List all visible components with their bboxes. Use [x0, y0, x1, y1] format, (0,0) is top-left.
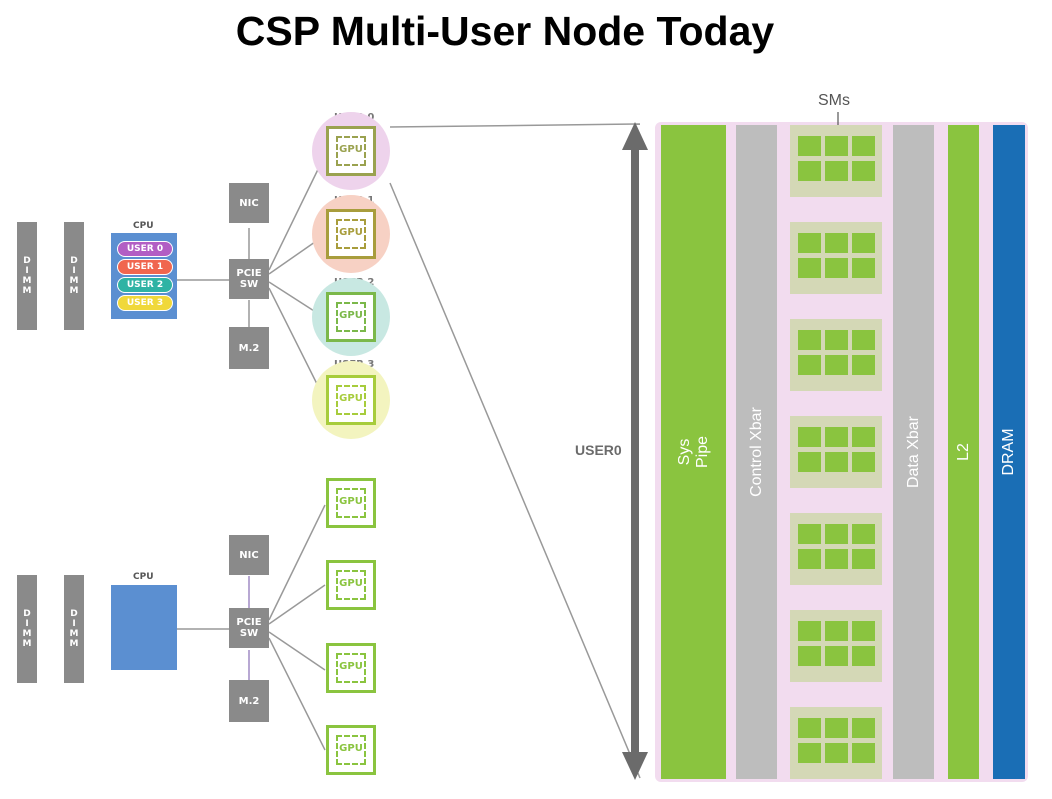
sm-cell [798, 549, 821, 569]
sm-group [790, 222, 882, 294]
sm-cell [825, 743, 848, 763]
sm-cell [798, 161, 821, 181]
sm-cell [852, 646, 875, 666]
dimm-slot: D I M M [64, 575, 84, 683]
gpu-chip: GPU [326, 292, 376, 342]
sm-cell [852, 355, 875, 375]
gpu-chip: GPU [326, 725, 376, 775]
sm-cell [825, 452, 848, 472]
sm-group [790, 707, 882, 779]
user0-label: USER0 [575, 442, 622, 458]
dram-label: DRAM [1000, 428, 1017, 476]
cpu-user-pill: USER 2 [117, 277, 173, 293]
sm-group [790, 416, 882, 488]
m2-box: M.2 [229, 680, 269, 722]
sm-cell [825, 549, 848, 569]
sm-cell [825, 524, 848, 544]
cpu-user-pill: USER 0 [117, 241, 173, 257]
sm-group [790, 513, 882, 585]
sm-cell [798, 646, 821, 666]
nic-box: NIC [229, 535, 269, 575]
sm-cell [798, 355, 821, 375]
sm-group [790, 319, 882, 391]
sm-cell [798, 621, 821, 641]
gpu-chip: GPU [326, 560, 376, 610]
sm-cell [852, 621, 875, 641]
sm-cell [798, 233, 821, 253]
sm-cell [852, 258, 875, 278]
sms-label: SMs [818, 92, 850, 109]
sm-cell [852, 233, 875, 253]
sm-cell [825, 258, 848, 278]
gpu-chip: GPU [326, 375, 376, 425]
data-xbar-label: Data Xbar [904, 415, 922, 489]
data-xbar-column: Data Xbar [893, 125, 934, 779]
sm-cell [798, 258, 821, 278]
sm-cell [825, 136, 848, 156]
sm-cell [852, 330, 875, 350]
sm-cell [825, 621, 848, 641]
control-xbar-column: Control Xbar [736, 125, 777, 779]
sm-cell [798, 427, 821, 447]
sys-pipe-column: Sys Pipe [661, 125, 726, 779]
sm-cell [852, 452, 875, 472]
l2-column: L2 [948, 125, 979, 779]
sm-cell [798, 136, 821, 156]
cpu-user-pill: USER 1 [117, 259, 173, 275]
sm-cell [852, 427, 875, 447]
cpu-label: CPU [133, 221, 154, 231]
sm-cell [825, 161, 848, 181]
sm-cell [798, 524, 821, 544]
sys-pipe-label: Sys Pipe [675, 435, 711, 469]
cpu-label: CPU [133, 572, 154, 582]
sm-cell [798, 452, 821, 472]
sm-cell [798, 330, 821, 350]
dram-column: DRAM [993, 125, 1025, 779]
cpu-user-pill: USER 3 [117, 295, 173, 311]
sm-cell [825, 427, 848, 447]
dimm-slot: D I M M [17, 222, 37, 330]
sm-group [790, 125, 882, 197]
sm-cell [825, 355, 848, 375]
cpu-box [111, 585, 177, 670]
sm-cell [798, 743, 821, 763]
dimm-slot: D I M M [64, 222, 84, 330]
pcie-switch: PCIE SW [229, 259, 269, 299]
sm-cell [825, 233, 848, 253]
sm-cell [852, 136, 875, 156]
gpu-chip: GPU [326, 209, 376, 259]
dimm-slot: D I M M [17, 575, 37, 683]
sm-cell [825, 330, 848, 350]
sm-cell [852, 743, 875, 763]
sm-cell [852, 549, 875, 569]
gpu-chip: GPU [326, 126, 376, 176]
page-title: CSP Multi-User Node Today [235, 8, 775, 54]
sm-cell [825, 646, 848, 666]
control-xbar-label: Control Xbar [747, 407, 765, 497]
m2-box: M.2 [229, 327, 269, 369]
sm-cell [852, 524, 875, 544]
gpu-chip: GPU [326, 478, 376, 528]
l2-label: L2 [954, 443, 972, 461]
pcie-switch: PCIE SW [229, 608, 269, 648]
sm-cell [798, 718, 821, 738]
sm-cell [852, 718, 875, 738]
sm-cell [852, 161, 875, 181]
cpu-box: USER 0 USER 1 USER 2 USER 3 [111, 233, 177, 319]
sm-group [790, 610, 882, 682]
sm-cell [825, 718, 848, 738]
nic-box: NIC [229, 183, 269, 223]
gpu-chip: GPU [326, 643, 376, 693]
